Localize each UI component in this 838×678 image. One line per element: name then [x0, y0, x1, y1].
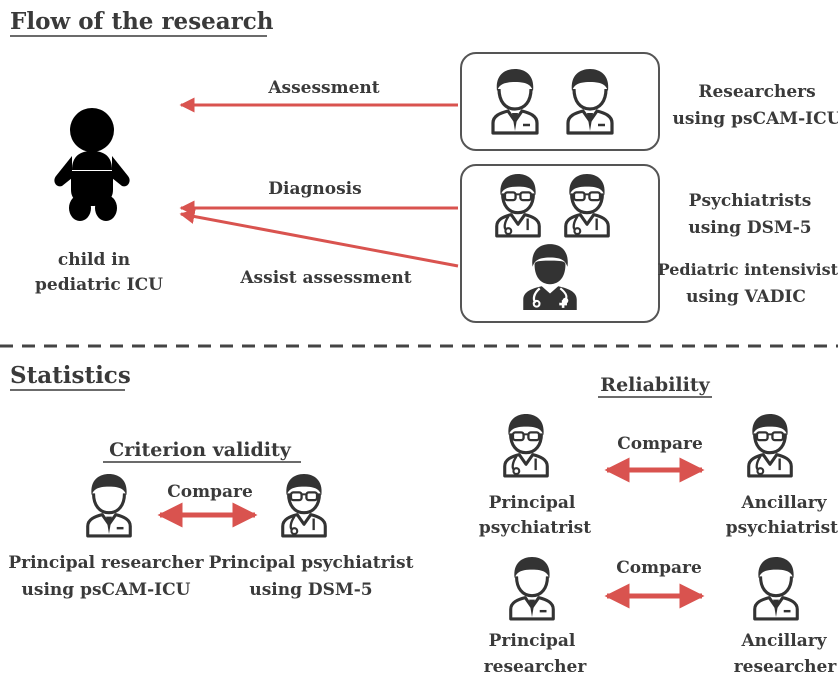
criterion-right-line2: using DSM-5 — [249, 580, 372, 600]
ancillary-psychiatrist-icon — [747, 412, 793, 478]
intensivist-icon — [522, 242, 578, 312]
diagnosis-label: Diagnosis — [268, 179, 361, 199]
psychiatrists-label-line2: using DSM-5 — [688, 218, 811, 238]
criterion-left-line1: Principal researcher — [8, 553, 204, 573]
child-label-line1: child in — [58, 250, 130, 270]
researchers-label-line2: using psCAM-ICU — [673, 109, 838, 129]
intensivist-label-line1: Pediatric intensivist — [658, 260, 838, 279]
reliability-row2-right-line1: Ancillary — [740, 631, 827, 651]
criterion-left-line2: using psCAM-ICU — [22, 580, 191, 600]
assist-assessment-arrow — [179, 209, 459, 268]
reliability-compare-label-1: Compare — [617, 434, 703, 454]
researchers-box — [460, 52, 660, 151]
assist-assessment-label: Assist assessment — [239, 268, 411, 288]
reliability-compare-label-2: Compare — [616, 558, 702, 578]
researchers-label-line1: Researchers — [698, 82, 815, 102]
principal-researcher-icon — [509, 555, 555, 621]
reliability-row2-left-line1: Principal — [489, 631, 576, 651]
psychiatrist-icon — [564, 172, 610, 238]
reliability-title: Reliability — [600, 374, 710, 396]
criterion-compare-label: Compare — [167, 482, 253, 502]
researcher-icon — [491, 67, 539, 135]
researcher-icon — [566, 67, 614, 135]
reliability-row2-right-line2: researcher — [734, 657, 838, 677]
flow-heading: Flow of the research — [10, 8, 274, 35]
intensivist-label-line2: using VADIC — [686, 287, 806, 307]
principal-psychiatrist-icon — [503, 412, 549, 478]
clinicians-box — [460, 164, 660, 323]
principal-researcher-icon — [86, 472, 132, 538]
reliability-row1-left-line1: Principal — [489, 493, 576, 513]
criterion-validity-title: Criterion validity — [109, 439, 292, 461]
reliability-row1-right-line2: psychiatrist — [726, 518, 838, 538]
assessment-label: Assessment — [267, 78, 379, 98]
child-label-line2: pediatric ICU — [35, 275, 163, 295]
reliability-row1-right-line1: Ancillary — [740, 493, 827, 513]
statistics-heading: Statistics — [10, 362, 131, 389]
baby-icon — [54, 108, 130, 221]
psychiatrist-icon — [495, 172, 541, 238]
principal-psychiatrist-icon — [281, 472, 327, 538]
reliability-row2-left-line2: researcher — [484, 657, 588, 677]
reliability-row1-left-line2: psychiatrist — [479, 518, 591, 538]
ancillary-researcher-icon — [753, 555, 799, 621]
criterion-right-line1: Principal psychiatrist — [209, 553, 414, 573]
psychiatrists-label-line1: Psychiatrists — [689, 191, 812, 211]
